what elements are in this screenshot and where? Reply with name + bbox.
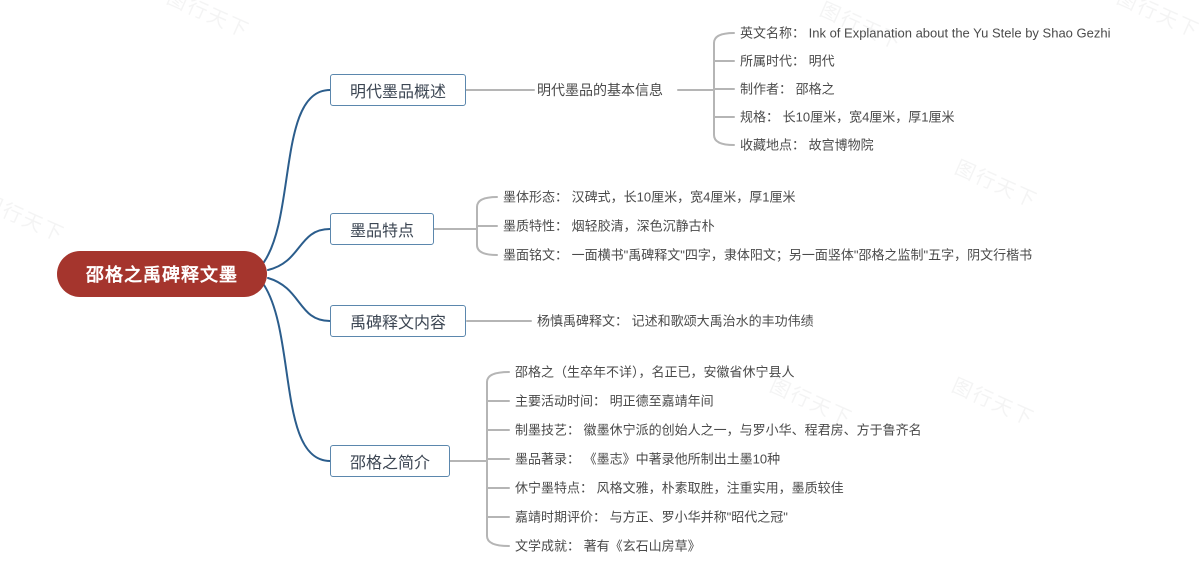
- leaf-collection[interactable]: 收藏地点： 故宫博物院: [740, 137, 874, 153]
- leaf-literary-work[interactable]: 文学成就： 著有《玄石山房草》: [515, 538, 701, 554]
- leaf-maker[interactable]: 制作者： 邵格之: [740, 81, 835, 97]
- leaf-active-period[interactable]: 主要活动时间： 明正德至嘉靖年间: [515, 393, 714, 409]
- leaf-english-name[interactable]: 英文名称： Ink of Explanation about the Yu St…: [740, 25, 1111, 41]
- leaf-jiajing-praise[interactable]: 嘉靖时期评价： 与方正、罗小华并称"昭代之冠": [515, 509, 788, 525]
- branch-ming-ink-overview[interactable]: 明代墨品概述: [330, 74, 467, 106]
- leaf-dynasty[interactable]: 所属时代： 明代: [740, 53, 835, 69]
- leaf-ink-quality[interactable]: 墨质特性： 烟轻胶清，深色沉静古朴: [503, 218, 715, 234]
- leaf-xiuning-style[interactable]: 休宁墨特点： 风格文雅，朴素取胜，注重实用，墨质较佳: [515, 480, 844, 496]
- branch-stele-text-content[interactable]: 禹碑释文内容: [330, 305, 467, 337]
- subnode-basic-info[interactable]: 明代墨品的基本信息: [537, 82, 663, 98]
- leaf-ink-records[interactable]: 墨品著录： 《墨志》中著录他所制出土墨10种: [515, 451, 781, 467]
- leaf-ink-shape[interactable]: 墨体形态： 汉碑式，长10厘米，宽4厘米，厚1厘米: [503, 189, 796, 205]
- leaf-dimensions[interactable]: 规格： 长10厘米，宽4厘米，厚1厘米: [740, 109, 955, 125]
- leaf-bio-origin[interactable]: 邵格之（生卒年不详），名正已，安徽省休宁县人: [515, 364, 795, 380]
- root-node[interactable]: 邵格之禹碑释文墨: [57, 251, 267, 297]
- leaf-ink-inscription[interactable]: 墨面铭文： 一面横书"禹碑释文"四字，隶体阳文；另一面竖体"邵格之监制"五字，阴…: [503, 247, 1033, 263]
- leaf-yangshen-text[interactable]: 杨慎禹碑释文： 记述和歌颂大禹治水的丰功伟绩: [537, 313, 814, 329]
- leaf-ink-craft[interactable]: 制墨技艺： 徽墨休宁派的创始人之一，与罗小华、程君房、方于鲁齐名: [515, 422, 922, 438]
- branch-ink-features[interactable]: 墨品特点: [330, 213, 435, 245]
- branch-shaogezhi-bio[interactable]: 邵格之简介: [330, 445, 451, 477]
